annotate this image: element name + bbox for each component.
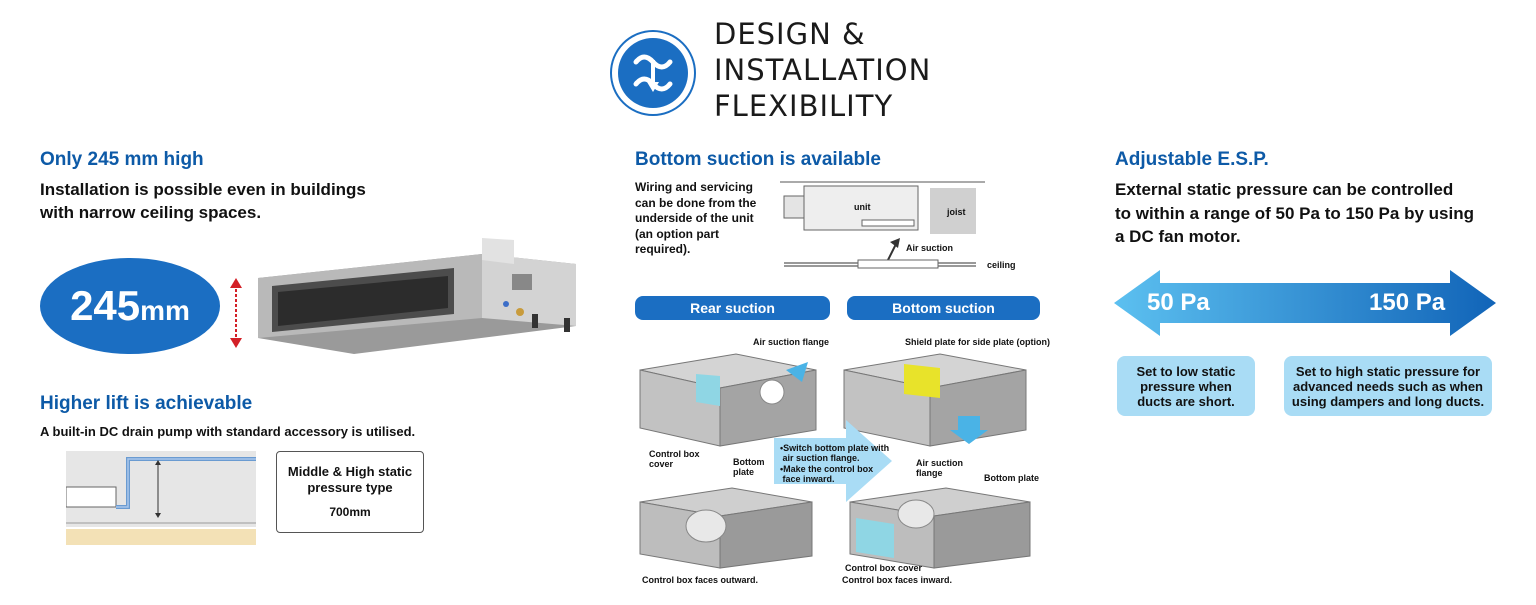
desc-line: (an option part	[635, 226, 719, 241]
lift-box-line: Middle & High static	[287, 464, 413, 479]
tab-bottom-suction[interactable]: Bottom suction	[847, 296, 1040, 320]
desc-line: underside of the unit	[635, 211, 754, 225]
desc-line: Wiring and servicing	[635, 180, 753, 194]
height-badge: 245 mm	[40, 258, 220, 354]
tab-rear-suction[interactable]: Rear suction	[635, 296, 830, 320]
diagram-ceiling-label: ceiling	[987, 260, 1016, 270]
label-control-box-cover-2: Control box cover	[845, 563, 923, 573]
transition-arrow-icon	[774, 420, 894, 502]
low-pressure-note: Set to low static pressure when ducts ar…	[1117, 356, 1255, 416]
label-control-box-inward: Control box faces inward.	[842, 575, 953, 585]
desc-line: can be done from the	[635, 195, 757, 210]
rear-suction-unit-bottom-image	[636, 484, 816, 572]
drain-lift-diagram	[65, 451, 256, 545]
heading-bottom-suction: Bottom suction is available	[635, 149, 881, 170]
heading-adjustable-esp: Adjustable E.S.P.	[1115, 149, 1269, 170]
low-pressure-note-text: Set to low static pressure when ducts ar…	[1136, 363, 1236, 409]
pressure-low-label: 50 Pa	[1147, 289, 1210, 316]
desc-line: with narrow ceiling spaces.	[40, 203, 262, 222]
desc-line: to within a range of 50 Pa to 150 Pa by …	[1115, 203, 1474, 223]
desc-line: Installation is possible even in buildin…	[40, 180, 366, 199]
title-line-1: DESIGN &	[714, 17, 866, 51]
label-control-box-outward: Control box faces outward.	[642, 575, 759, 585]
bottom-suction-unit-image	[840, 348, 1032, 452]
pressure-high-label: 150 Pa	[1369, 289, 1446, 316]
desc-esp: External static pressure can be controll…	[1115, 178, 1474, 249]
label-air-suction-flange: Air suction flange	[753, 337, 830, 347]
diagram-joist-label: joist	[947, 207, 966, 217]
bottom-suction-unit-bottom-image	[846, 484, 1034, 572]
page-title: DESIGN & INSTALLATION FLEXIBILITY	[714, 16, 974, 124]
note-switch-plate: •Switch bottom plate with air suction fl…	[780, 443, 890, 463]
label-shield-plate: Shield plate for side plate (option)	[905, 337, 1051, 347]
heading-higher-lift: Higher lift is achievable	[40, 393, 253, 414]
diagram-air-suction-label: Air suction	[906, 243, 954, 253]
lift-spec-box: Middle & High static pressure type 700mm	[276, 451, 424, 533]
desc-narrow-ceiling: Installation is possible even in buildin…	[40, 178, 366, 224]
label-control-box-cover: Control box cover	[649, 449, 700, 469]
lift-value: 700mm	[329, 505, 371, 519]
heading-245mm: Only 245 mm high	[40, 149, 204, 170]
label-air-suction-flange-right: Air suction flange	[916, 458, 964, 478]
rear-suction-unit-image	[636, 348, 824, 452]
suction-side-diagram	[780, 180, 990, 272]
desc-wiring: Wiring and servicing can be done from th…	[635, 180, 756, 258]
desc-line: External static pressure can be controll…	[1115, 180, 1454, 199]
flexibility-logo-icon	[610, 30, 696, 116]
title-line-3: FLEXIBILITY	[714, 89, 894, 123]
high-pressure-note: Set to high static pressure for advanced…	[1284, 356, 1492, 416]
label-bottom-plate-left: Bottom plate	[733, 457, 765, 477]
note-control-box: •Make the control box face inward.	[780, 464, 874, 484]
duct-unit-image	[254, 234, 584, 356]
lift-box-line: pressure type	[307, 480, 393, 495]
pressure-range-arrow-icon	[1114, 270, 1496, 336]
diagram-unit-label: unit	[854, 202, 871, 212]
title-line-2: INSTALLATION	[714, 53, 932, 87]
height-arrow-icon	[228, 278, 244, 348]
desc-line: a DC fan motor.	[1115, 227, 1241, 246]
label-bottom-plate-right: Bottom plate	[984, 473, 1039, 483]
high-pressure-note-text: Set to high static pressure for advanced…	[1291, 363, 1485, 409]
height-value: 245	[70, 282, 141, 329]
desc-line: required).	[635, 242, 691, 256]
desc-drain-pump: A built-in DC drain pump with standard a…	[40, 424, 416, 439]
height-unit: mm	[140, 295, 190, 326]
